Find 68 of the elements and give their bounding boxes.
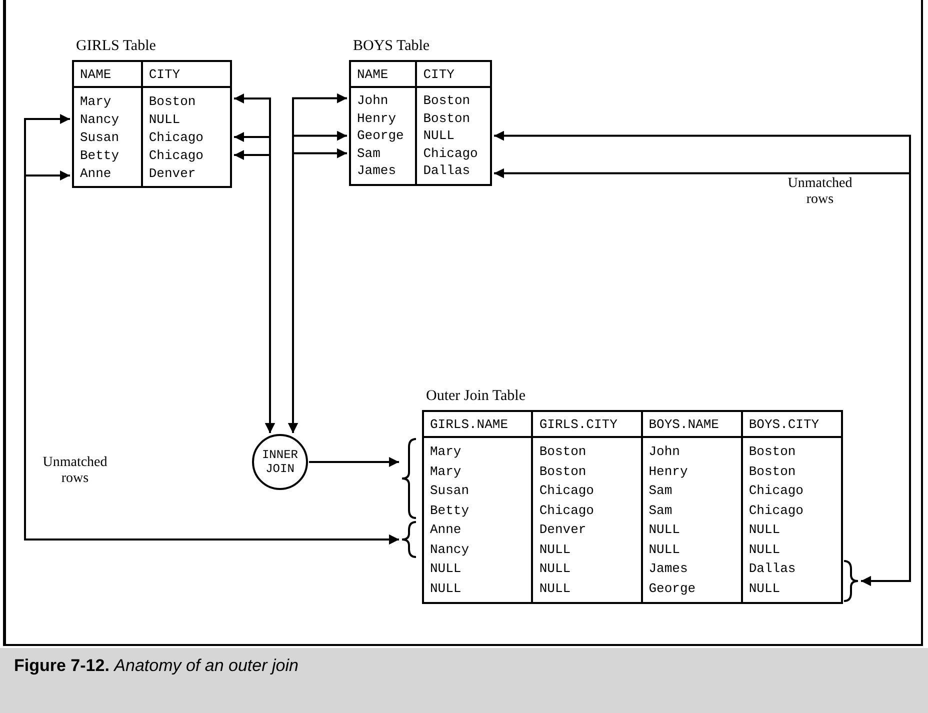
table-entry: Anne (73, 164, 142, 187)
table-entry: James (350, 162, 416, 184)
table-entry: Mary (423, 437, 532, 462)
table-entry: Nancy (423, 540, 532, 559)
table-entry: Nancy (73, 110, 142, 128)
table-entry: Chicago (142, 128, 231, 146)
table-entry: Dallas (416, 162, 491, 184)
table-entry: Boston (416, 110, 491, 127)
table-entry: Sam (642, 500, 742, 520)
table-entry: Chicago (742, 481, 842, 500)
table-entry: Sam (642, 481, 742, 500)
column-header: NAME (73, 61, 142, 87)
table-entry: Boston (142, 87, 231, 110)
table-entry: Betty (423, 500, 532, 520)
table-entry: Denver (142, 164, 231, 187)
table-entry: NULL (642, 540, 742, 559)
column-header: BOYS.CITY (742, 411, 842, 437)
table-entry: Chicago (532, 500, 642, 520)
table-entry: Henry (642, 462, 742, 481)
note-text: Unmatched rows (42, 455, 108, 487)
table-entry: Chicago (532, 481, 642, 500)
table-entry: NULL (423, 578, 532, 603)
table-entry: NULL (532, 559, 642, 578)
table-entry: Dallas (742, 559, 842, 578)
table-entry: Susan (73, 128, 142, 146)
column-header: GIRLS.NAME (423, 411, 532, 437)
table-entry: NULL (416, 127, 491, 144)
column-header: CITY (142, 61, 231, 87)
table-entry: Boston (742, 462, 842, 481)
table-entry: Boston (532, 462, 642, 481)
table-entry: George (642, 578, 742, 603)
table-title: Outer Join Table (426, 388, 526, 405)
table-entry: NULL (423, 559, 532, 578)
join-circle: INNER JOIN (252, 434, 308, 490)
note-text: Unmatched rows (786, 176, 854, 208)
table-entry: NULL (532, 578, 642, 603)
table-entry: NULL (742, 578, 842, 603)
table-entry: NULL (142, 110, 231, 128)
table-entry: Susan (423, 481, 532, 500)
column-header: NAME (350, 61, 416, 87)
table-entry: Betty (73, 146, 142, 164)
table-entry: Boston (742, 437, 842, 462)
table-entry: Boston (532, 437, 642, 462)
table-entry: John (350, 87, 416, 110)
table-entry: Chicago (142, 146, 231, 164)
column-header: CITY (416, 61, 491, 87)
table-entry: Mary (73, 87, 142, 110)
column-header: BOYS.NAME (642, 411, 742, 437)
table-title: GIRLS Table (76, 38, 156, 55)
table-entry: NULL (532, 540, 642, 559)
table-entry: Chicago (416, 144, 491, 162)
table-entry: George (350, 127, 416, 144)
table-entry: James (642, 559, 742, 578)
column-header: GIRLS.CITY (532, 411, 642, 437)
table-entry: Sam (350, 144, 416, 162)
figure-caption: Figure 7-12. Anatomy of an outer join (14, 656, 298, 676)
table-title: BOYS Table (353, 38, 430, 55)
table-entry: Henry (350, 110, 416, 127)
table-entry: Anne (423, 520, 532, 540)
table-entry: Boston (416, 87, 491, 110)
table-entry: NULL (642, 520, 742, 540)
table-entry: Mary (423, 462, 532, 481)
table-entry: John (642, 437, 742, 462)
table-entry: Denver (532, 520, 642, 540)
table-entry: NULL (742, 540, 842, 559)
arrow (309, 457, 399, 467)
table-entry: NULL (742, 520, 842, 540)
table-entry: Chicago (742, 500, 842, 520)
